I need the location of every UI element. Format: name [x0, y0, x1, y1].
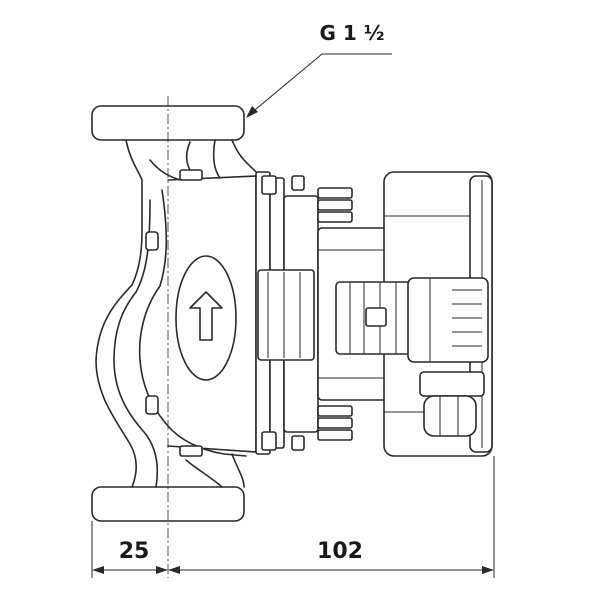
dimension-right [168, 566, 494, 574]
thread-leader-line [246, 53, 392, 118]
dimension-right-label: 102 [317, 539, 363, 564]
dimension-left [92, 566, 168, 574]
thread-size-label: G 1 ½ [320, 21, 385, 45]
arrow-up-icon [175, 255, 237, 381]
cable-gland [419, 371, 485, 437]
cooling-fins-bottom [317, 405, 353, 441]
dimension-left-label: 25 [119, 539, 150, 564]
cooling-fins-top [317, 187, 353, 223]
terminal-plug [335, 277, 489, 363]
motor-housing [255, 171, 493, 457]
